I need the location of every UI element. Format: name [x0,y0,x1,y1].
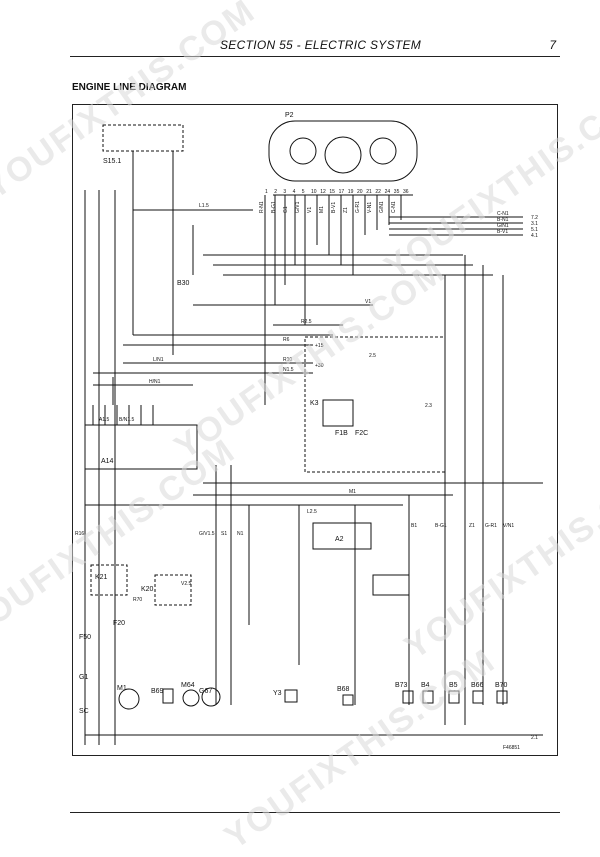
p2-pin-number: 3 [283,189,286,195]
wire-hn1: H/N1 [149,379,161,385]
p2-pin-number: 35 [394,189,400,195]
p2-pin-number: 15 [329,189,335,195]
p2-pin-number: 21 [366,189,372,195]
f2c-label: F2C [355,430,368,437]
term-30: +30 [315,363,324,369]
wire-m1: M1 [349,489,356,495]
p2-pin-number: 5 [302,189,305,195]
b70-label: B70 [495,682,508,689]
term-41: 4.1 [531,233,538,239]
b4-label: B4 [421,682,430,689]
wire-n1: N1 [237,531,244,537]
wire-v1: V1 [365,299,371,305]
wire-r70: R70 [133,597,142,603]
p2-pin-number: 24 [385,189,391,195]
wire-gr1: G-R1 [485,523,497,529]
p2-pin-number: 20 [357,189,363,195]
wire-a15: A1.5 [99,417,110,423]
term-15: +15 [315,343,324,349]
p2-pin-number: 1 [265,189,268,195]
m1-label: M1 [117,685,127,692]
term-25: 2.5 [369,353,376,359]
p2-pin-number: 22 [375,189,381,195]
p2-wire-label: B-V1 [331,202,337,213]
term-51: 5.1 [531,227,538,233]
wire-z1: Z1 [469,523,475,529]
wire-vn1: V/N1 [503,523,514,529]
schematic-frame: P2 S15.1 A14 A2 K3 K21 K20 F1B F2C F20 F… [72,104,558,756]
s15-label: S15.1 [103,158,121,165]
wire-bn15: B/N1.5 [119,417,135,423]
p2-wire-label: V1 [307,207,313,213]
p2-pin-number: 19 [348,189,354,195]
term-31: 3.1 [531,221,538,227]
term-72: 7.2 [531,215,538,221]
b66-label: B66 [471,682,484,689]
k21-label: K21 [95,574,108,581]
term-21: 2.1 [531,735,538,741]
p2-wire-label: M1 [319,206,325,213]
b69-label: B69 [151,688,164,695]
footer-rule [70,812,560,813]
b30-label: B30 [177,280,190,287]
b73-label: B73 [395,682,408,689]
f50-label: F50 [79,634,91,641]
f20-label: F20 [113,620,125,627]
term-23: 2.3 [425,403,432,409]
p2-wire-label: B-G1 [271,201,277,213]
wire-l15: L1.5 [199,203,209,209]
p2-wire-label: V-N1 [367,202,373,213]
wire-s1: S1 [221,531,227,537]
p2-pin-number: 4 [293,189,296,195]
p2-wire-label: G/V1 [295,201,301,213]
wire-bv1: B-V1 [497,229,508,235]
wire-r16: R16 [75,531,84,537]
p2-wire-label: R-N1 [259,201,265,213]
page-header: SECTION 55 - ELECTRIC SYSTEM 7 [70,38,560,57]
y3-label: Y3 [273,690,282,697]
wire-b1: B1 [411,523,417,529]
g1-label: G1 [79,674,88,681]
p2-wire-label: Z1 [343,207,349,213]
b5-label: B5 [449,682,458,689]
wire-l25: L2.5 [307,509,317,515]
g67-label: G67 [199,688,212,695]
section-title: SECTION 55 - ELECTRIC SYSTEM [220,38,422,52]
wire-r25: R2.5 [301,319,312,325]
figure-code: F46851 [503,745,520,751]
p2-pin-number: 10 [311,189,317,195]
p2-wire-label: C-N1 [391,201,397,213]
wire-bn1: B-N1 [497,217,509,223]
p2-pin-number: 36 [403,189,409,195]
wire-cn1: C-N1 [497,211,509,217]
page-number: 7 [549,38,556,52]
p2-pin-number: 17 [339,189,345,195]
p2-label: P2 [285,112,294,119]
p2-wire-label: G/N1 [379,201,385,213]
wiring-schematic: P2 S15.1 A14 A2 K3 K21 K20 F1B F2C F20 F… [75,112,543,751]
k20-label: K20 [141,586,154,593]
diagram-title: ENGINE LINE DIAGRAM [72,82,187,93]
p2-pin-number: 2 [274,189,277,195]
b68-label: B68 [337,686,350,693]
k3-label: K3 [310,400,319,407]
p2-wire-label: G1 [283,206,289,213]
f1b-label: F1B [335,430,348,437]
m64-label: M64 [181,682,195,689]
wire-bg1: B-G1 [435,523,447,529]
wire-gn1: G/N1 [497,223,509,229]
wire-gv15: G/V1.5 [199,531,215,537]
wire-ln1: L/N1 [153,357,164,363]
wire-v25: V2.5 [181,581,192,587]
wire-r10: R10 [283,357,292,363]
p2-wire-label: G-R1 [355,201,361,213]
sc-label: SC [79,708,89,715]
p2-pin-number: 12 [320,189,326,195]
wire-r6: R6 [283,337,290,343]
a2-label: A2 [335,536,344,543]
wire-n15: N1.5 [283,367,294,373]
a14-label: A14 [101,458,114,465]
